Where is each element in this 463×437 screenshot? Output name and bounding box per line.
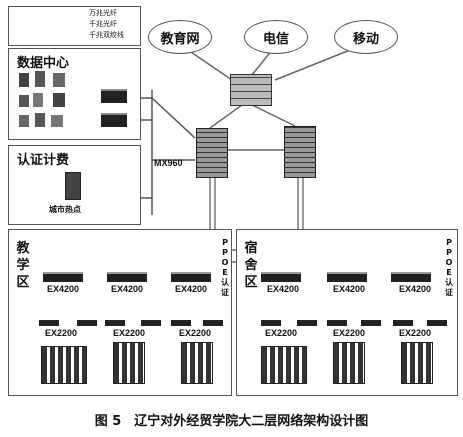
- switch-icon: [101, 89, 127, 103]
- server-icon: [35, 113, 45, 127]
- figure-caption: 图 5 辽宁对外经贸学院大二层网络架构设计图: [94, 414, 369, 429]
- building-icon: [113, 342, 145, 384]
- firewall-icon: [230, 74, 272, 106]
- access-switch-label: EX4200: [47, 284, 80, 294]
- server-icon: [35, 71, 45, 87]
- server-icon: [51, 115, 63, 127]
- access-switch-icon: [171, 272, 211, 282]
- auth-billing-label: 认证计费: [17, 153, 70, 168]
- building-icon: [401, 342, 433, 384]
- cloud-mobile: 移动: [334, 20, 398, 54]
- access-switch-label: EX4200: [399, 284, 432, 294]
- building-icon: [181, 342, 213, 384]
- zone-label-char: 舍: [244, 258, 258, 273]
- auth-char: 证: [221, 288, 229, 297]
- teaching-zone-label: 教 学 区: [15, 240, 31, 291]
- legend-box: 万兆光纤 千兆光纤 千兆双绞线: [8, 6, 141, 46]
- access-switch-label: EX4200: [267, 284, 300, 294]
- building-icon: [261, 346, 307, 384]
- server-icon: [65, 172, 81, 200]
- hotspot-label: 城市热点: [49, 205, 81, 214]
- auth-billing-box: 认证计费 城市热点: [8, 145, 141, 225]
- edge-switch-icon: [427, 320, 447, 326]
- legend-item-1g-fiber: 千兆光纤: [89, 20, 117, 28]
- edge-switch-label: EX2200: [113, 328, 146, 338]
- edge-switch-label: EX2200: [45, 328, 78, 338]
- edge-switch-label: EX2200: [333, 328, 366, 338]
- ppoe-label: P P O E 认 证: [220, 238, 230, 298]
- edge-switch-icon: [171, 320, 191, 326]
- cloud-telecom: 电信: [244, 20, 308, 54]
- edge-switch-icon: [203, 320, 223, 326]
- zone-label-char: 宿: [244, 241, 258, 256]
- cloud-label: 移动: [352, 31, 379, 47]
- data-center-label: 数据中心: [17, 56, 70, 71]
- zone-label-char: 教: [16, 241, 30, 256]
- ppoe-char: O: [221, 258, 229, 267]
- access-switch-label: EX4200: [333, 284, 366, 294]
- edge-switch-label: EX2200: [399, 328, 432, 338]
- auth-char: 证: [445, 288, 453, 297]
- zone-label-char: 学: [16, 258, 30, 273]
- dorm-zone-label: 宿 舍 区: [243, 240, 259, 291]
- access-switch-icon: [327, 272, 367, 282]
- edge-switch-icon: [105, 320, 125, 326]
- cloud-education-net: 教育网: [148, 20, 212, 54]
- switch-icon: [101, 113, 127, 127]
- ppoe-char: P: [446, 248, 452, 257]
- zone-label-char: 区: [244, 275, 258, 290]
- access-switch-label: EX4200: [111, 284, 144, 294]
- access-switch-label: EX4200: [175, 284, 208, 294]
- server-icon: [19, 95, 29, 107]
- dorm-zone-box: 宿 舍 区 P P O E 认 证 EX4200 EX4200 EX4200 E…: [236, 229, 458, 396]
- core-router-icon: [284, 126, 316, 178]
- access-switch-icon: [43, 272, 83, 282]
- uplink-lines: [184, 47, 356, 151]
- legend-item-1g-copper: 千兆双绞线: [89, 31, 124, 39]
- building-icon: [41, 346, 87, 384]
- legend-item-10g-fiber: 万兆光纤: [89, 9, 117, 17]
- ppoe-label: P P O E 认 证: [444, 238, 454, 298]
- ppoe-char: O: [445, 258, 453, 267]
- edge-switch-icon: [361, 320, 381, 326]
- ppoe-char: P: [446, 238, 452, 247]
- edge-switch-icon: [297, 320, 317, 326]
- building-icon: [333, 342, 365, 384]
- core-router-icon: [196, 128, 228, 178]
- access-switch-icon: [261, 272, 301, 282]
- server-icon: [19, 115, 29, 127]
- ppoe-char: E: [222, 268, 228, 277]
- zone-label-char: 区: [16, 275, 30, 290]
- edge-switch-icon: [393, 320, 413, 326]
- ppoe-char: E: [446, 268, 452, 277]
- cloud-label: 电信: [262, 31, 289, 47]
- edge-switch-label: EX2200: [179, 328, 212, 338]
- data-center-box: 数据中心: [8, 48, 141, 140]
- access-switch-icon: [391, 272, 431, 282]
- edge-switch-icon: [141, 320, 161, 326]
- server-icon: [33, 93, 43, 107]
- server-icon: [53, 73, 65, 87]
- edge-switch-icon: [327, 320, 347, 326]
- auth-char: 认: [221, 278, 229, 287]
- cloud-label: 教育网: [160, 31, 200, 47]
- ppoe-char: P: [222, 248, 228, 257]
- auth-char: 认: [445, 278, 453, 287]
- server-icon: [53, 93, 65, 107]
- teaching-zone-box: 教 学 区 P P O E 认 证 EX4200 EX4200 EX4200 E…: [8, 229, 232, 396]
- edge-switch-icon: [39, 320, 59, 326]
- server-icon: [19, 73, 29, 87]
- core-router-label: MX960: [154, 158, 183, 168]
- edge-switch-label: EX2200: [265, 328, 298, 338]
- access-switch-icon: [107, 272, 147, 282]
- edge-switch-icon: [77, 320, 97, 326]
- ppoe-char: P: [222, 238, 228, 247]
- edge-switch-icon: [261, 320, 281, 326]
